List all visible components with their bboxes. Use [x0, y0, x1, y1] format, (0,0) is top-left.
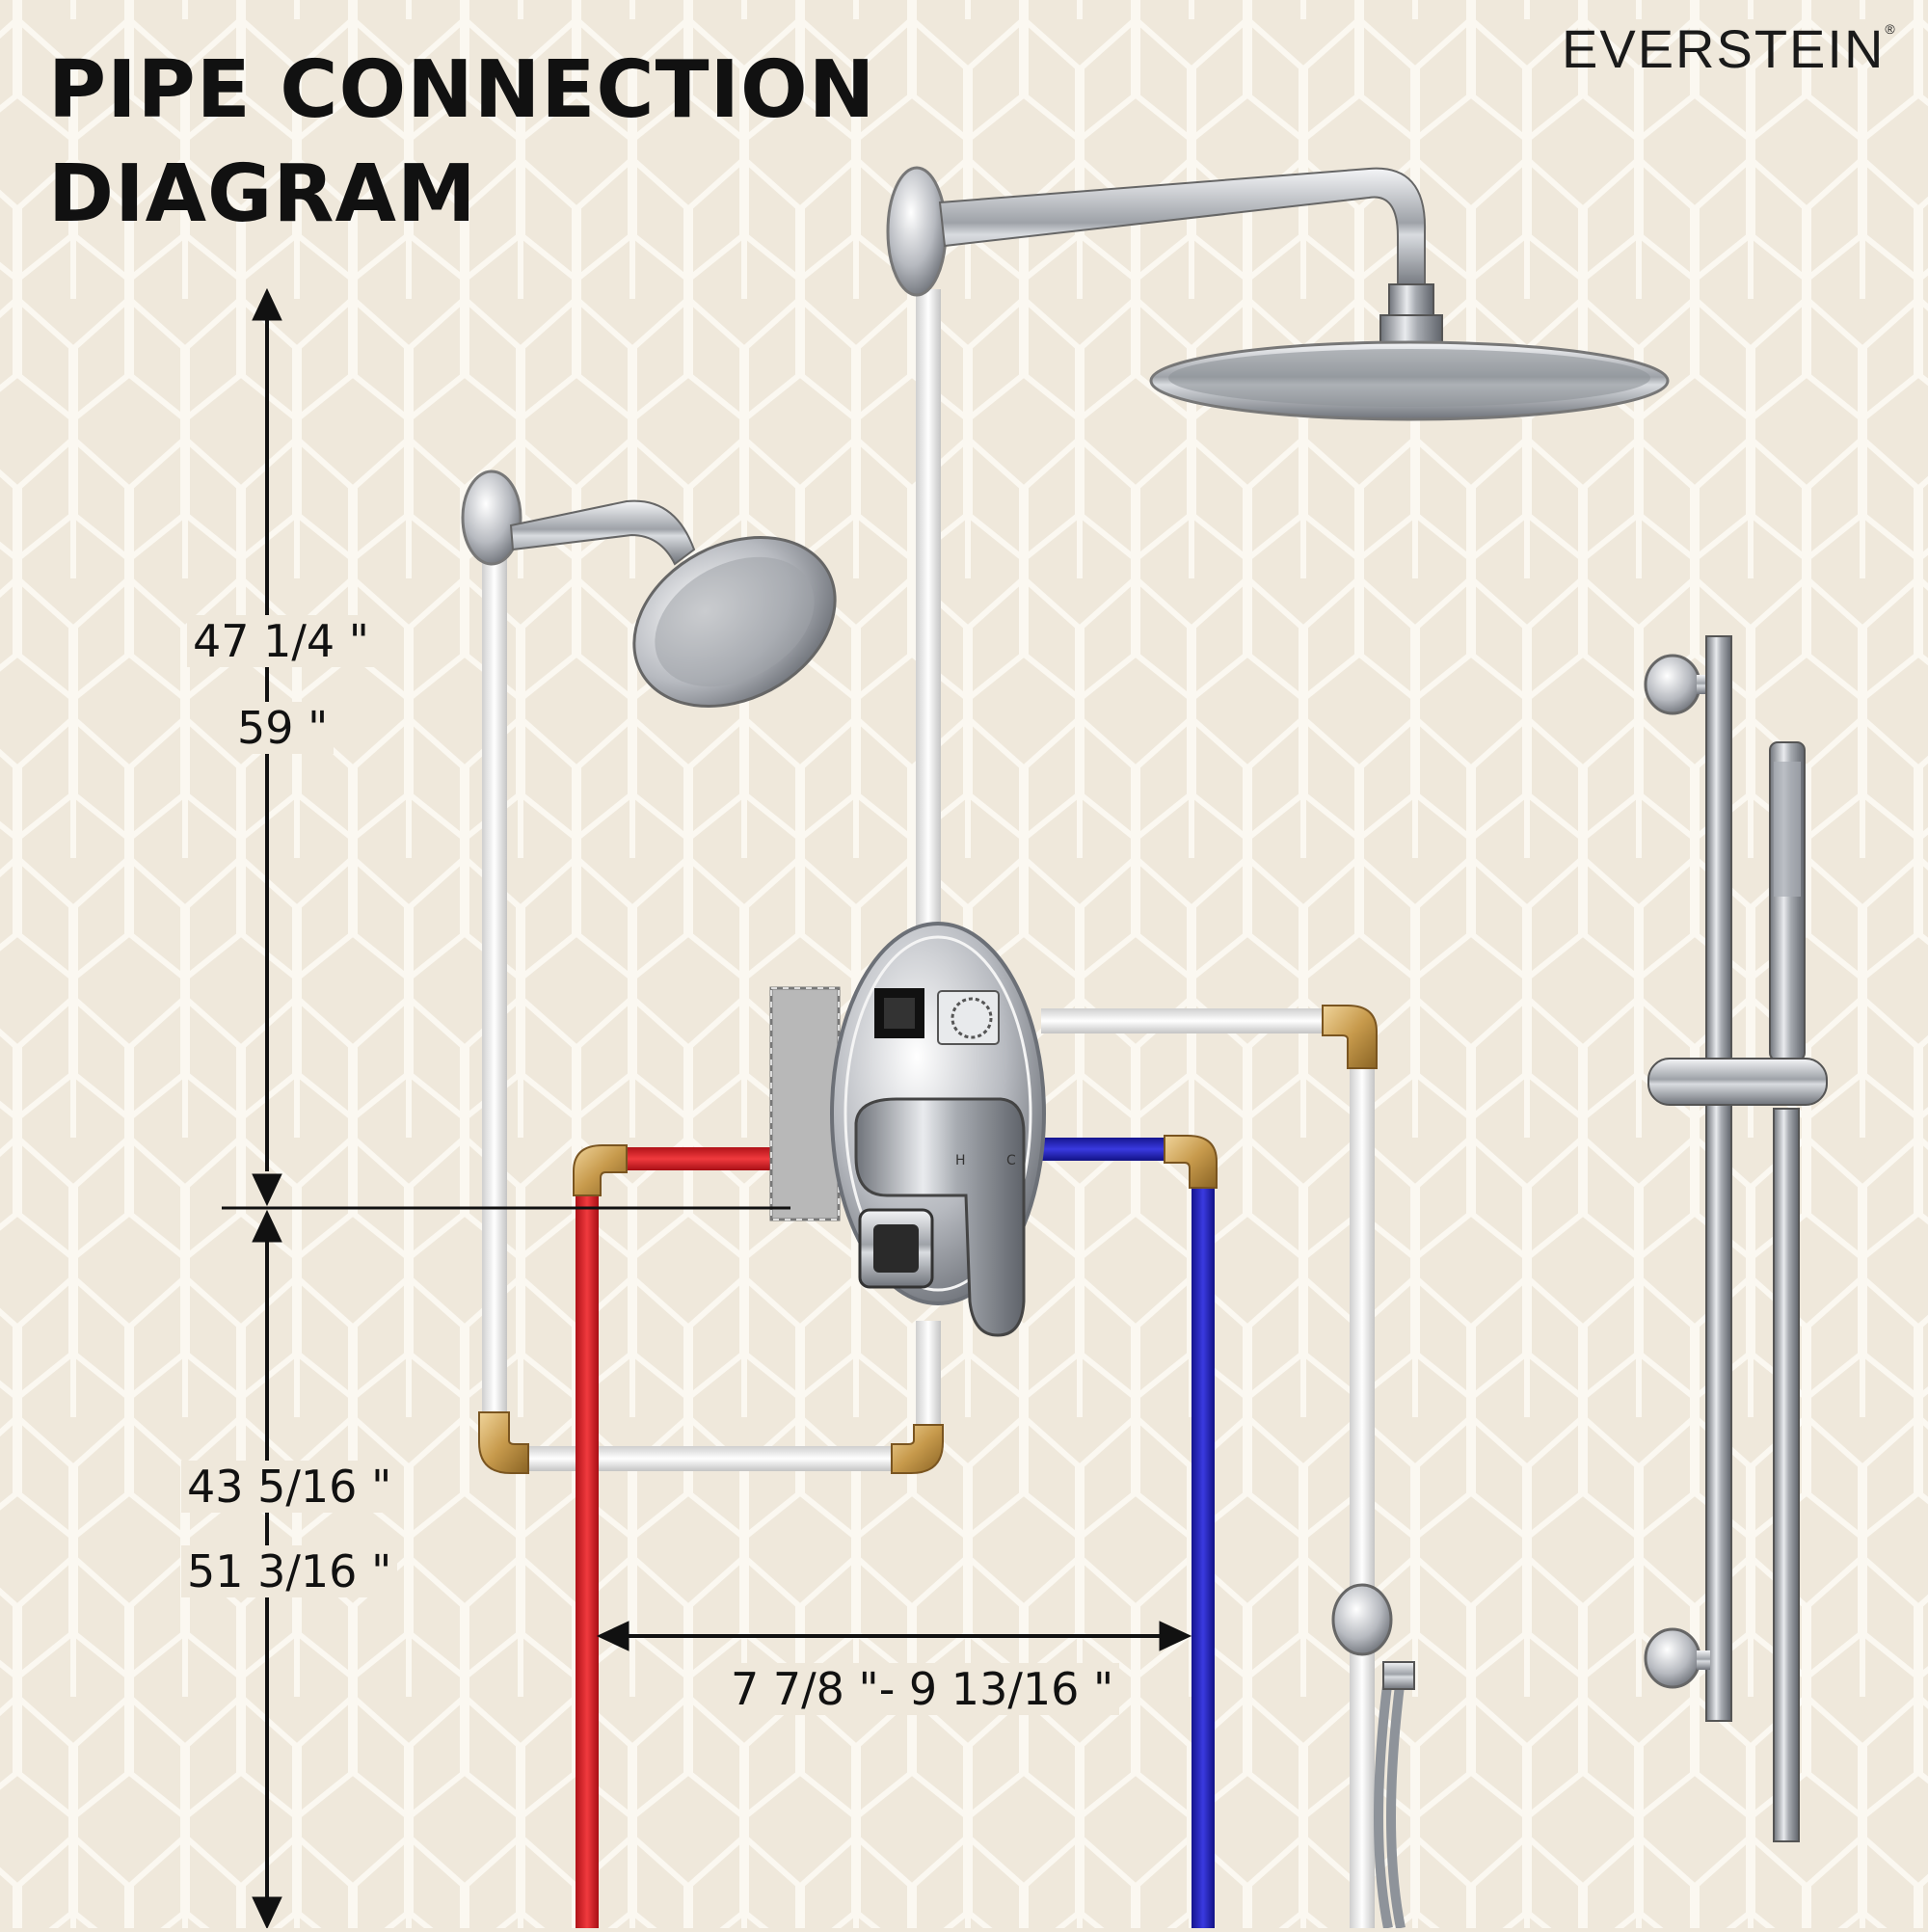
hot-water-pipe — [576, 1147, 776, 1928]
title-line-1: PIPE CONNECTION — [48, 44, 876, 136]
brand-logo: EVERSTEIN® — [1562, 17, 1897, 80]
page-title: PIPE CONNECTION DIAGRAM — [48, 39, 875, 247]
diverter-valve: H C — [769, 922, 1046, 1337]
title-line-2: DIAGRAM — [48, 148, 477, 240]
upper-dimension-min: 47 1/4 " — [187, 615, 375, 667]
white-pipe-network — [482, 289, 1375, 1932]
cold-water-pipe — [1041, 1138, 1215, 1928]
upper-dimension-max: 59 " — [231, 702, 335, 754]
cold-label: C — [1006, 1153, 1016, 1168]
pipe-spacing-dimension: 7 7/8 "- 9 13/16 " — [725, 1663, 1120, 1715]
hot-label: H — [955, 1153, 966, 1168]
lower-dimension-min: 43 5/16 " — [181, 1461, 398, 1513]
brand-trademark: ® — [1885, 21, 1897, 37]
brand-name: EVERSTEIN — [1562, 18, 1886, 79]
small-shower-head — [461, 470, 837, 709]
rain-shower-head — [886, 166, 1670, 421]
slide-bar-hand-shower — [1331, 635, 1828, 1929]
lower-dimension-max: 51 3/16 " — [181, 1545, 398, 1597]
